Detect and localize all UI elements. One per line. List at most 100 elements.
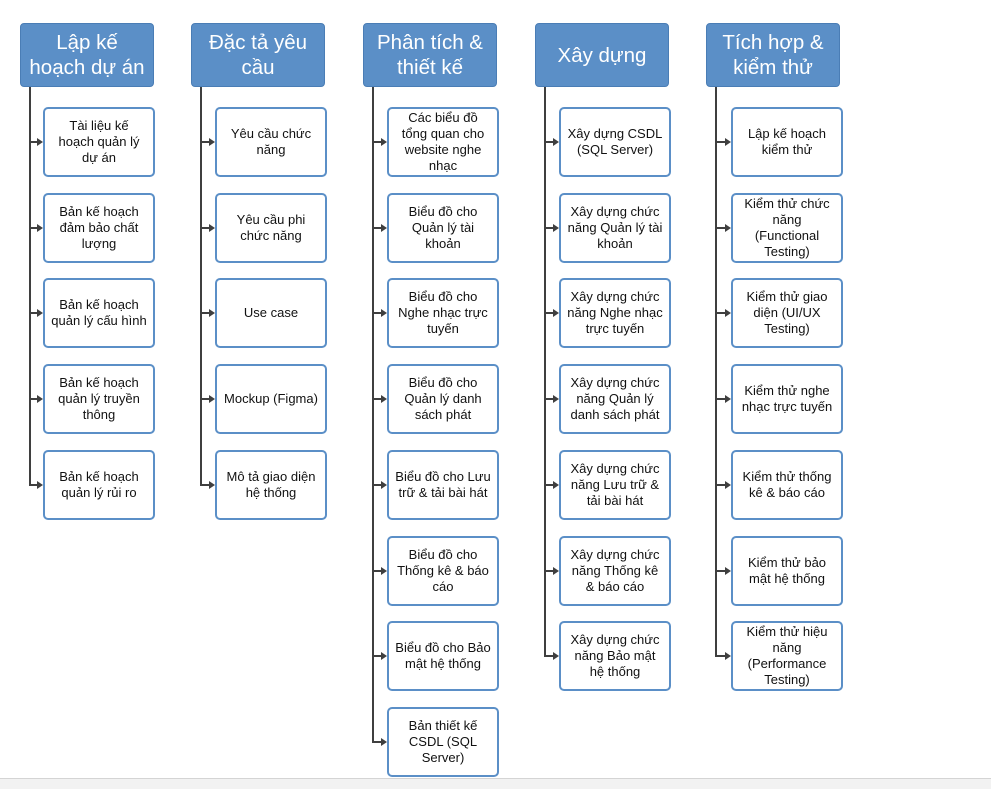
column-5-item: Kiểm thử hiệu năng (Performance Testing) <box>731 621 843 692</box>
arrow-head-icon <box>381 737 387 746</box>
column-3-connector <box>373 398 381 401</box>
arrow-head-icon <box>553 652 559 661</box>
arrow-head-icon <box>725 480 731 489</box>
arrow-head-icon <box>209 138 215 146</box>
column-3-connector <box>373 312 381 315</box>
arrow-head-icon <box>553 138 559 146</box>
arrow-head-icon <box>725 309 731 318</box>
column-3-item: Biểu đồ cho Lưu trữ & tải bài hát <box>387 449 499 520</box>
column-3-header: Phân tích & thiết kế <box>363 23 497 87</box>
column-5-connector <box>716 312 725 315</box>
column-4-item: Xây dựng chức năng Thống kê & báo cáo <box>559 535 671 606</box>
column-2-connector <box>201 141 209 143</box>
column-1-trunk-line <box>29 87 31 486</box>
arrow-head-icon <box>725 138 731 146</box>
column-4-connector <box>545 398 553 401</box>
column-2-item: Yêu cầu chức năng <box>215 107 327 177</box>
column-2-connector <box>201 483 209 486</box>
column-4-item: Xây dựng chức năng Quản lý danh sách phá… <box>559 364 671 435</box>
column-3-item: Bản thiết kế CSDL (SQL Server) <box>387 706 499 777</box>
column-3-connector <box>373 655 381 658</box>
column-2-connector <box>201 226 209 229</box>
bottom-scrollbar-strip <box>0 778 991 789</box>
arrow-head-icon <box>381 223 387 232</box>
column-5-connector <box>716 569 725 572</box>
column-5-item: Lập kế hoạch kiểm thử <box>731 107 843 177</box>
column-1-item: Bản kế hoạch đảm bảo chất lượng <box>43 192 155 263</box>
column-2-connector <box>201 312 209 315</box>
column-3-connector <box>373 226 381 229</box>
column-1-connector <box>30 398 37 401</box>
arrow-head-icon <box>553 480 559 489</box>
column-3-connector <box>373 141 381 143</box>
column-4-connector <box>545 569 553 572</box>
column-2-item: Yêu cầu phi chức năng <box>215 192 327 263</box>
arrow-head-icon <box>209 309 215 318</box>
arrow-head-icon <box>725 566 731 575</box>
column-3-connector <box>373 569 381 572</box>
arrow-head-icon <box>37 309 43 318</box>
arrow-head-icon <box>381 138 387 146</box>
column-4-header: Xây dựng <box>535 23 669 87</box>
column-4-connector <box>545 141 553 143</box>
arrow-head-icon <box>381 566 387 575</box>
column-1-item: Bản kế hoạch quản lý rủi ro <box>43 449 155 520</box>
column-5-connector <box>716 226 725 229</box>
column-3-item: Biểu đồ cho Thống kê & báo cáo <box>387 535 499 606</box>
column-2-connector <box>201 398 209 401</box>
column-3-item: Các biểu đồ tổng quan cho website nghe n… <box>387 107 499 177</box>
column-4-item: Xây dựng chức năng Nghe nhạc trực tuyến <box>559 278 671 349</box>
arrow-head-icon <box>553 395 559 404</box>
arrow-head-icon <box>37 395 43 404</box>
arrow-head-icon <box>725 223 731 232</box>
column-5-item: Kiểm thử chức năng (Functional Testing) <box>731 192 843 263</box>
arrow-head-icon <box>37 223 43 232</box>
arrow-head-icon <box>37 138 43 146</box>
arrow-head-icon <box>725 652 731 661</box>
arrow-head-icon <box>209 395 215 404</box>
column-2-item: Mô tả giao diện hệ thống <box>215 449 327 520</box>
column-1-item: Bản kế hoạch quản lý cấu hình <box>43 278 155 349</box>
column-5-item: Kiểm thử giao diện (UI/UX Testing) <box>731 278 843 349</box>
column-3-item: Biểu đồ cho Bảo mật hệ thống <box>387 621 499 692</box>
arrow-head-icon <box>209 223 215 232</box>
column-4-connector <box>545 483 553 486</box>
column-5-item: Kiểm thử nghe nhạc trực tuyến <box>731 364 843 435</box>
column-3-item: Biểu đồ cho Nghe nhạc trực tuyến <box>387 278 499 349</box>
column-5-trunk-line <box>715 87 717 658</box>
column-2-header: Đặc tả yêu cầu <box>191 23 325 87</box>
arrow-head-icon <box>725 395 731 404</box>
arrow-head-icon <box>553 309 559 318</box>
column-1-connector <box>30 483 37 486</box>
column-5-item: Kiểm thử thống kê & báo cáo <box>731 449 843 520</box>
column-1-item: Tài liệu kế hoạch quản lý dự án <box>43 107 155 177</box>
column-1-connector <box>30 226 37 229</box>
column-3-item: Biểu đồ cho Quản lý tài khoản <box>387 192 499 263</box>
column-5-header: Tích hợp & kiểm thử <box>706 23 840 87</box>
column-4-connector <box>545 312 553 315</box>
column-5-connector <box>716 141 725 143</box>
column-4-trunk-line <box>544 87 546 658</box>
column-3-connector <box>373 483 381 486</box>
column-3-trunk-line <box>372 87 374 743</box>
arrow-head-icon <box>37 480 43 489</box>
column-3-item: Biểu đồ cho Quản lý danh sách phát <box>387 364 499 435</box>
column-5-item: Kiểm thử bảo mật hệ thống <box>731 535 843 606</box>
column-1-connector <box>30 312 37 315</box>
column-1-connector <box>30 141 37 143</box>
arrow-head-icon <box>553 223 559 232</box>
column-2-item: Use case <box>215 278 327 349</box>
column-4-connector <box>545 655 553 658</box>
arrow-head-icon <box>553 566 559 575</box>
arrow-head-icon <box>381 480 387 489</box>
column-4-item: Xây dựng chức năng Bảo mật hệ thống <box>559 621 671 692</box>
arrow-head-icon <box>381 395 387 404</box>
arrow-head-icon <box>381 652 387 661</box>
arrow-head-icon <box>209 480 215 489</box>
column-4-item: Xây dựng chức năng Lưu trữ & tải bài hát <box>559 449 671 520</box>
column-5-connector <box>716 483 725 486</box>
column-4-item: Xây dựng chức năng Quản lý tài khoản <box>559 192 671 263</box>
arrow-head-icon <box>381 309 387 318</box>
column-1-header: Lập kế hoạch dự án <box>20 23 154 87</box>
